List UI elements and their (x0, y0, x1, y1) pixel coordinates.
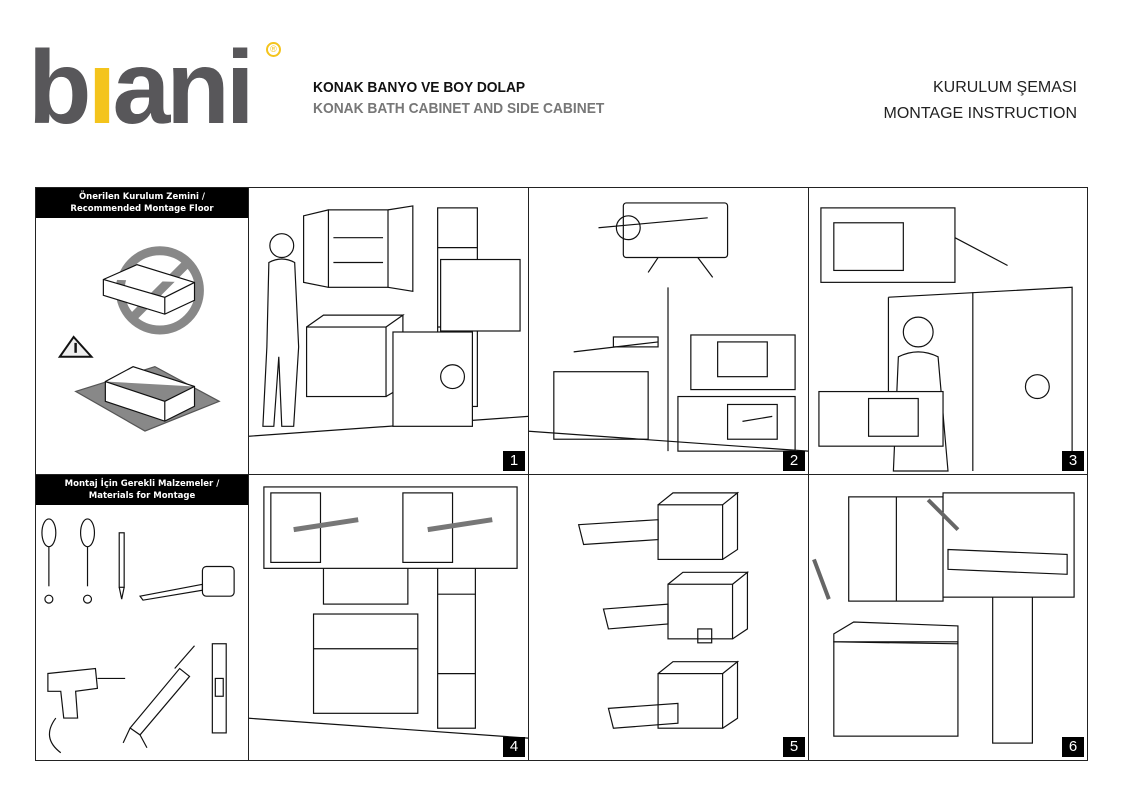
silicone-gun-icon (122, 645, 195, 749)
step-2-panel: 2 (528, 187, 809, 475)
doc-title-en: MONTAGE INSTRUCTION (883, 105, 1077, 122)
registered-mark: ® (266, 42, 281, 57)
screwdriver-cross-icon (79, 518, 96, 604)
step-number: 3 (1062, 451, 1084, 471)
materials-title-tr: Montaj İçin Gerekli Malzemeler / (64, 479, 220, 489)
floor-header: Önerilen Kurulum Zemini / Recommended Mon… (36, 188, 248, 218)
step-number: 5 (783, 737, 805, 757)
materials-panel: Montaj İçin Gerekli Malzemeler / Material… (35, 474, 249, 761)
step-6-illustration (812, 492, 1075, 744)
recommended-floor-panel: Önerilen Kurulum Zemini / Recommended Mon… (35, 187, 249, 475)
step-4-illustration (249, 486, 528, 739)
product-title-en: KONAK BATH CABINET AND SIDE CABINET (313, 100, 605, 117)
step-number: 2 (783, 451, 805, 471)
step-number: 6 (1062, 737, 1084, 757)
tape-measure-icon (138, 565, 235, 601)
tools-illustration (41, 518, 235, 754)
step-4-panel: 4 (248, 474, 529, 761)
pencil-icon (118, 532, 125, 600)
step-6-panel: 6 (808, 474, 1088, 761)
floor-title-en: Recommended Montage Floor (70, 204, 214, 214)
floor-illustration (57, 246, 221, 432)
step-number: 1 (503, 451, 525, 471)
drill-icon (47, 667, 126, 754)
materials-header: Montaj İçin Gerekli Malzemeler / Material… (36, 475, 248, 505)
step-5-illustration (577, 491, 750, 729)
step-1-illustration (249, 205, 528, 437)
product-title-tr: KONAK BANYO VE BOY DOLAP (313, 79, 526, 96)
doc-title-tr: KURULUM ŞEMASI (932, 79, 1077, 96)
step-3-panel: 3 (808, 187, 1088, 475)
step-2-illustration (529, 202, 808, 452)
step-3-illustration (818, 207, 1073, 472)
floor-title-tr: Önerilen Kurulum Zemini / (78, 192, 206, 202)
step-1-panel: 1 (248, 187, 529, 475)
step-number: 4 (503, 737, 525, 757)
biani-logo: bıani (28, 30, 255, 146)
screwdriver-flat-icon (41, 518, 57, 604)
materials-title-en: Materials for Montage (88, 491, 196, 501)
step-5-panel: 5 (528, 474, 809, 761)
spirit-level-icon (211, 643, 227, 734)
